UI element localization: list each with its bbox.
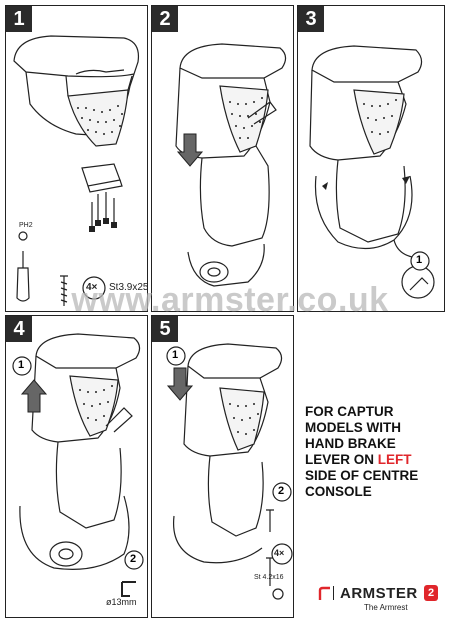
console-illustration (12, 333, 144, 597)
step-3-panel: 3 1 (297, 5, 445, 312)
note-line-2: MODELS WITH (305, 420, 401, 435)
callout-number: 1 (172, 349, 179, 361)
armster-logo-icon (318, 586, 330, 600)
note-highlight: LEFT (377, 452, 412, 467)
note-line-1: FOR CAPTUR (305, 404, 394, 419)
step-number: 5 (152, 316, 178, 342)
step-number: 3 (298, 6, 324, 32)
brand-name: ARMSTER (340, 585, 418, 602)
step-5-panel: 5 1 2 4× St 4.2x16 (151, 315, 294, 618)
callout-number: 1 (416, 254, 423, 266)
step-4-panel: 4 1 2 ø13mm (5, 315, 148, 618)
note-line-4: LEVER ON LEFT (305, 452, 412, 467)
step-number: 1 (6, 6, 32, 32)
console-illustration (309, 45, 435, 299)
note-line-3: HAND BRAKE (305, 436, 396, 451)
step-1-panel: 1 (5, 5, 148, 312)
screw-count: 4× (274, 548, 285, 558)
step-number: 4 (6, 316, 32, 342)
armrest-illustration (13, 35, 140, 306)
console-illustration (166, 343, 293, 600)
brand-divider (333, 586, 334, 600)
brand-tagline: The Armrest (364, 603, 408, 612)
driver-size-label: PH2 (19, 222, 33, 229)
callout-number: 1 (18, 359, 25, 371)
screw-spec: St3.9x25 (109, 282, 148, 293)
step-2-panel: 2 (151, 5, 294, 312)
note-line-6: CONSOLE (305, 484, 372, 499)
note-line-5: SIDE OF CENTRE (305, 468, 419, 483)
screw-count: 4× (86, 282, 98, 293)
screw-spec: St 4.2x16 (254, 574, 284, 581)
installation-note: FOR CAPTUR MODELS WITH HAND BRAKE LEVER … (305, 404, 445, 500)
hex-size-label: ø13mm (106, 597, 137, 607)
step-number: 2 (152, 6, 178, 32)
console-illustration (175, 43, 287, 287)
callout-number: 2 (278, 485, 285, 497)
model-badge: 2 (424, 585, 438, 601)
callout-number: 2 (130, 553, 137, 565)
